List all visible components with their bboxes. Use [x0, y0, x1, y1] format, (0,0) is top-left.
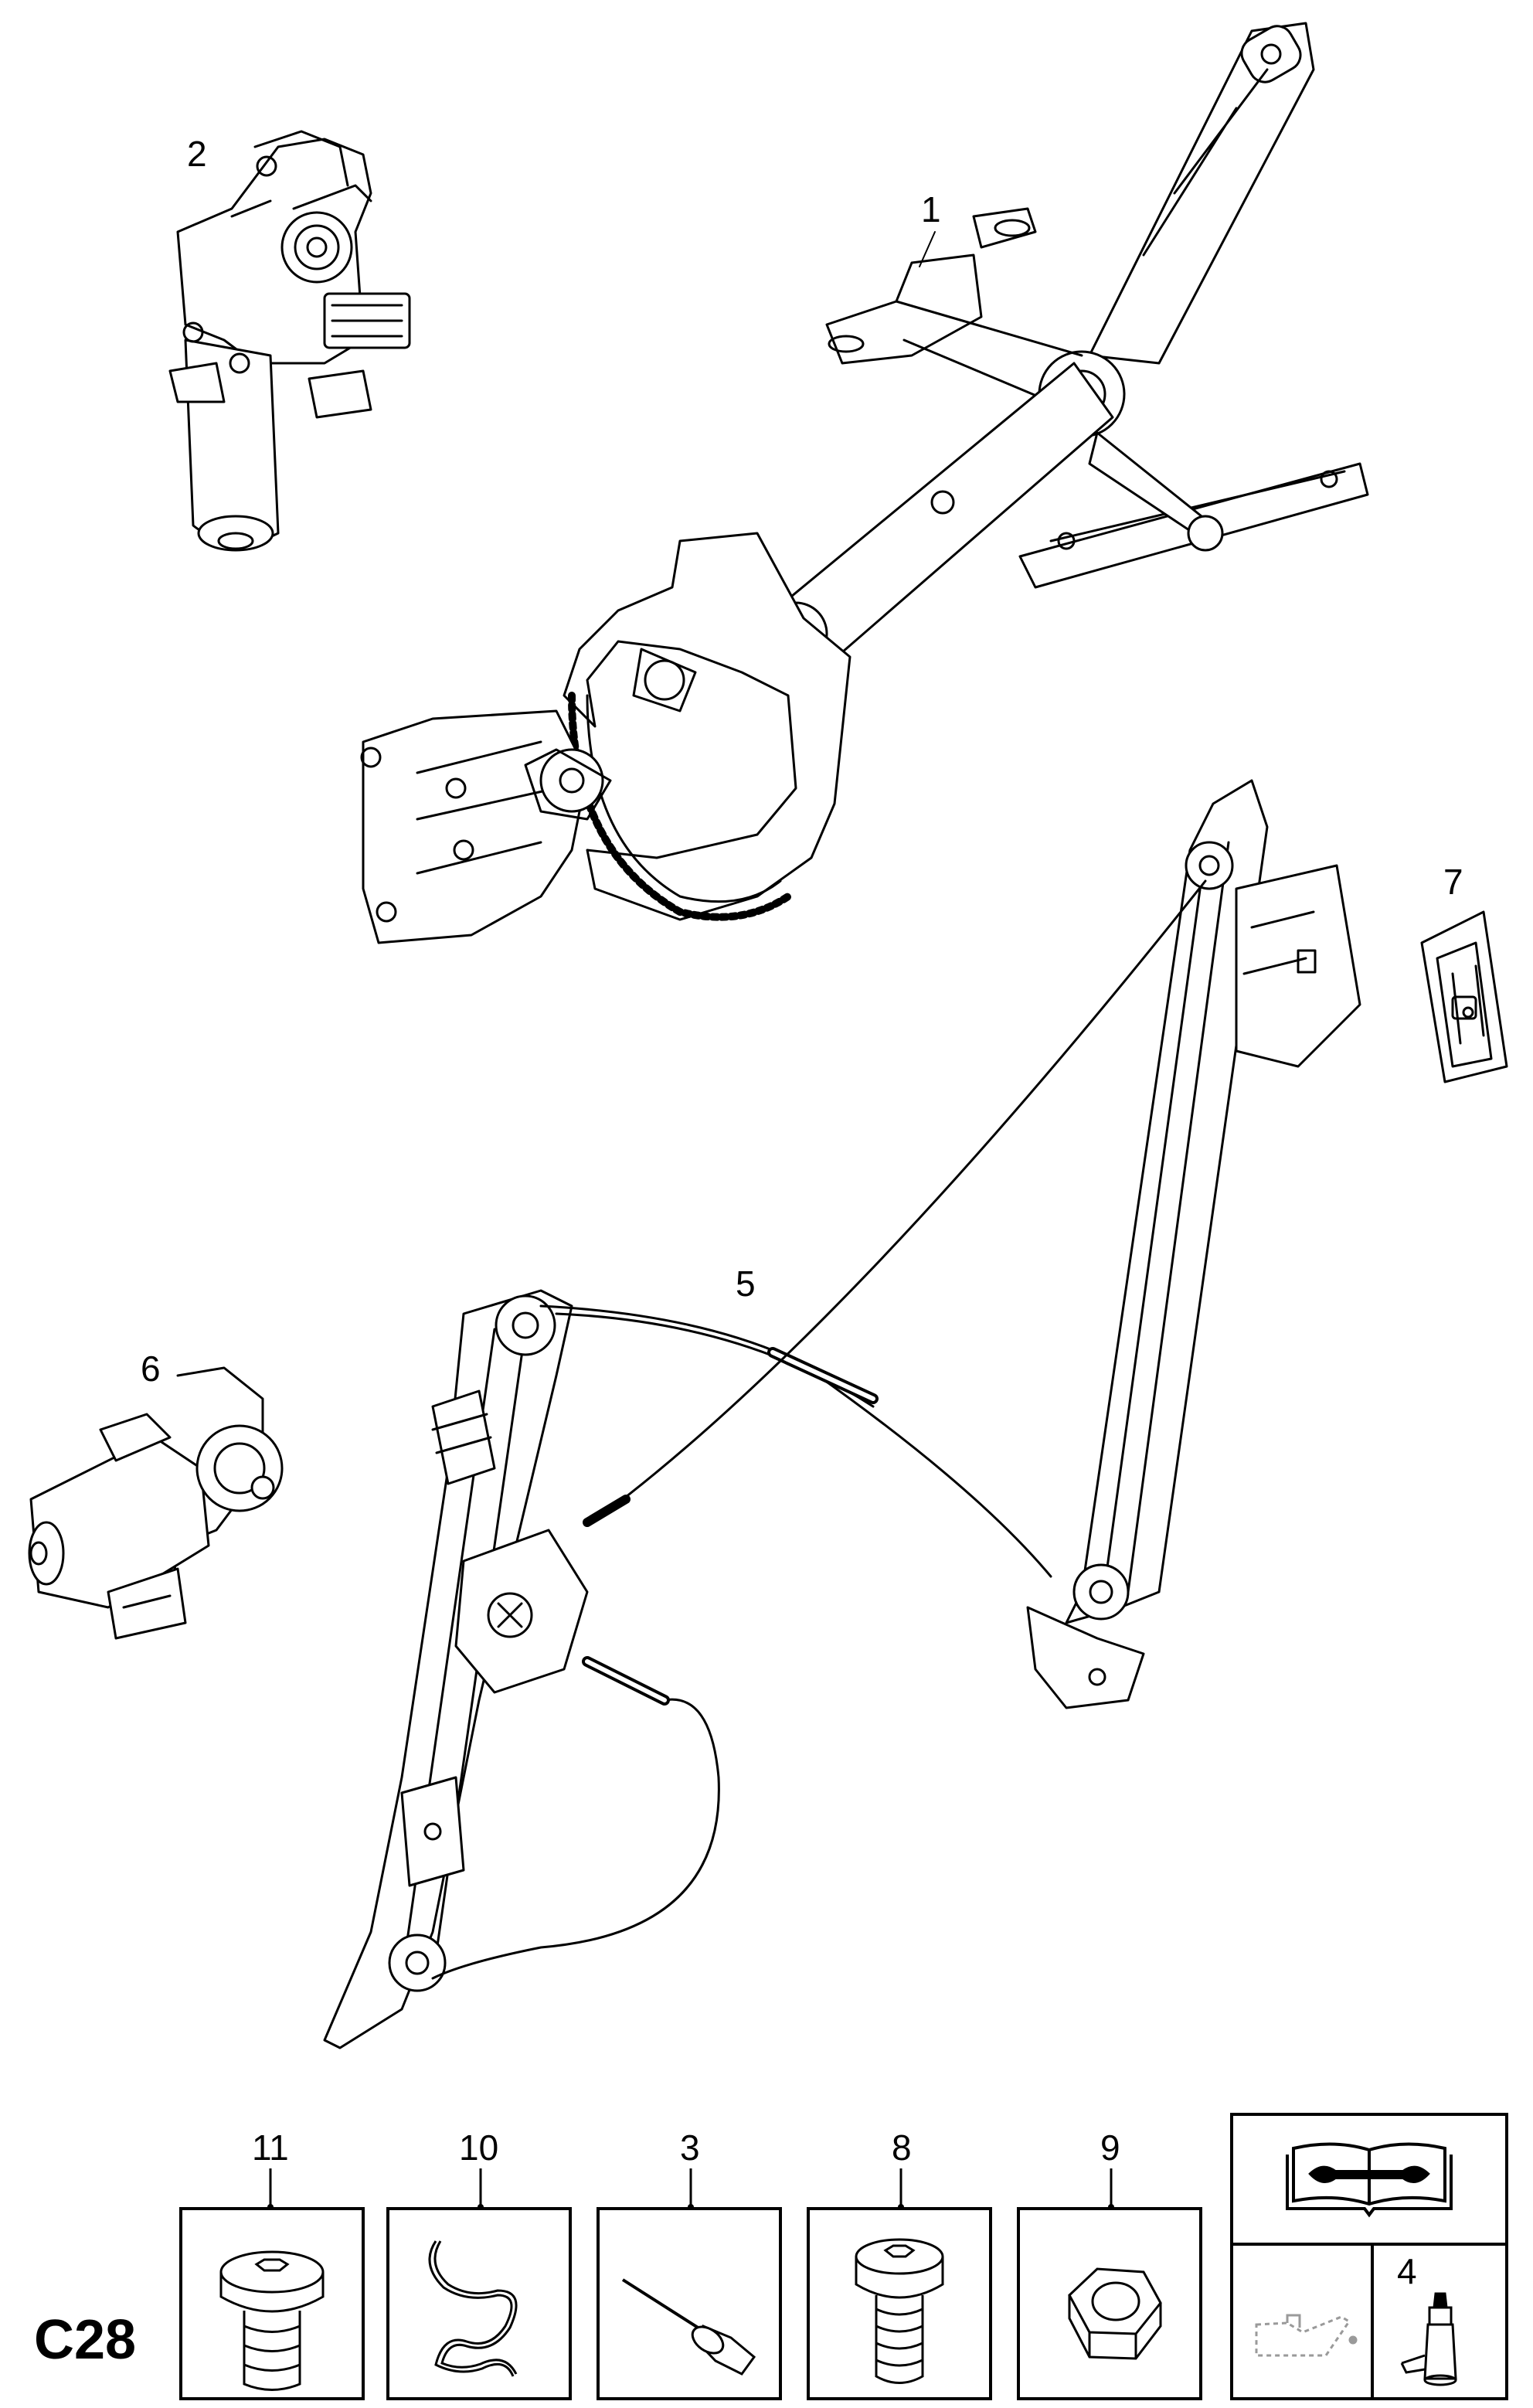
hex-flange-nut-icon — [1068, 2267, 1162, 2360]
torx-flange-screw-icon — [219, 2250, 325, 2391]
service-manual-wrench-icon — [1286, 2142, 1453, 2218]
hardware-box-8 — [807, 2207, 992, 2400]
hardware-box-11 — [179, 2207, 365, 2400]
hardware-box-9 — [1017, 2207, 1202, 2400]
page-code: C28 — [34, 2309, 137, 2371]
leader-line-8 — [898, 2168, 904, 2210]
torx-screw-icon — [855, 2238, 944, 2384]
service-info-box: 4 — [1230, 2113, 1508, 2400]
hardware-number-3: 3 — [680, 2127, 700, 2168]
window-motor-part-6 — [28, 1366, 284, 1640]
wire-spring-clip-icon — [428, 2240, 518, 2377]
service-info-grid — [1233, 2243, 1505, 2397]
hardware-number-11: 11 — [252, 2127, 289, 2168]
leader-line-9 — [1108, 2168, 1114, 2210]
glass-clip-part-7 — [1420, 910, 1508, 1083]
callout-4: 4 — [1397, 2251, 1417, 2291]
callout-6: 6 — [141, 1349, 161, 1389]
callout-1: 1 — [921, 189, 941, 230]
window-motor-part-2 — [168, 130, 411, 552]
window-regulator-part-5 — [323, 779, 1361, 2049]
callout-5: 5 — [736, 1264, 756, 1304]
hardware-number-9: 9 — [1100, 2127, 1120, 2168]
window-regulator-part-1 — [360, 22, 1369, 944]
hardware-number-8: 8 — [892, 2127, 912, 2168]
leader-line-3 — [688, 2168, 694, 2210]
callout-2: 2 — [187, 134, 207, 174]
oil-can-icon — [1255, 2314, 1358, 2357]
leader-line-1 — [919, 231, 936, 267]
leader-line-10 — [478, 2168, 484, 2210]
callout-7: 7 — [1443, 862, 1463, 902]
blind-rivet-icon — [621, 2278, 756, 2376]
adhesive-bottle-icon — [1400, 2292, 1457, 2386]
hardware-box-3 — [597, 2207, 782, 2400]
leader-line-11 — [267, 2168, 274, 2210]
hardware-box-10 — [386, 2207, 572, 2400]
hardware-number-10: 10 — [459, 2127, 499, 2168]
